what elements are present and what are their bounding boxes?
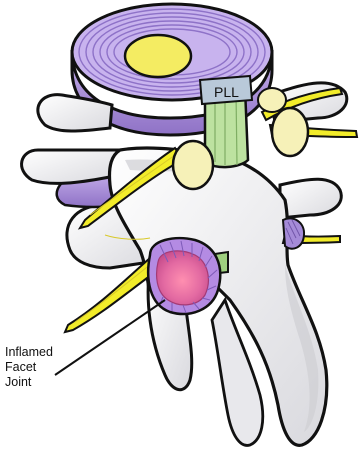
facet-inflammation (157, 251, 209, 305)
right-transverse-process-lower (280, 179, 341, 218)
pll-label: PLL (214, 84, 239, 100)
nucleus-pulposus (125, 35, 191, 77)
callout-line-1: Inflamed (5, 345, 100, 360)
ganglion-left (173, 141, 213, 189)
callout-label: Inflamed Facet Joint (5, 345, 100, 390)
callout-line-2: Facet (5, 360, 100, 375)
inflamed-facet-joint (148, 238, 220, 314)
ganglion-right (272, 108, 308, 156)
callout-line-3: Joint (5, 375, 100, 390)
left-transverse-process (22, 150, 120, 183)
upper-left-transverse-process (38, 95, 112, 131)
ganglion-top (258, 88, 286, 112)
